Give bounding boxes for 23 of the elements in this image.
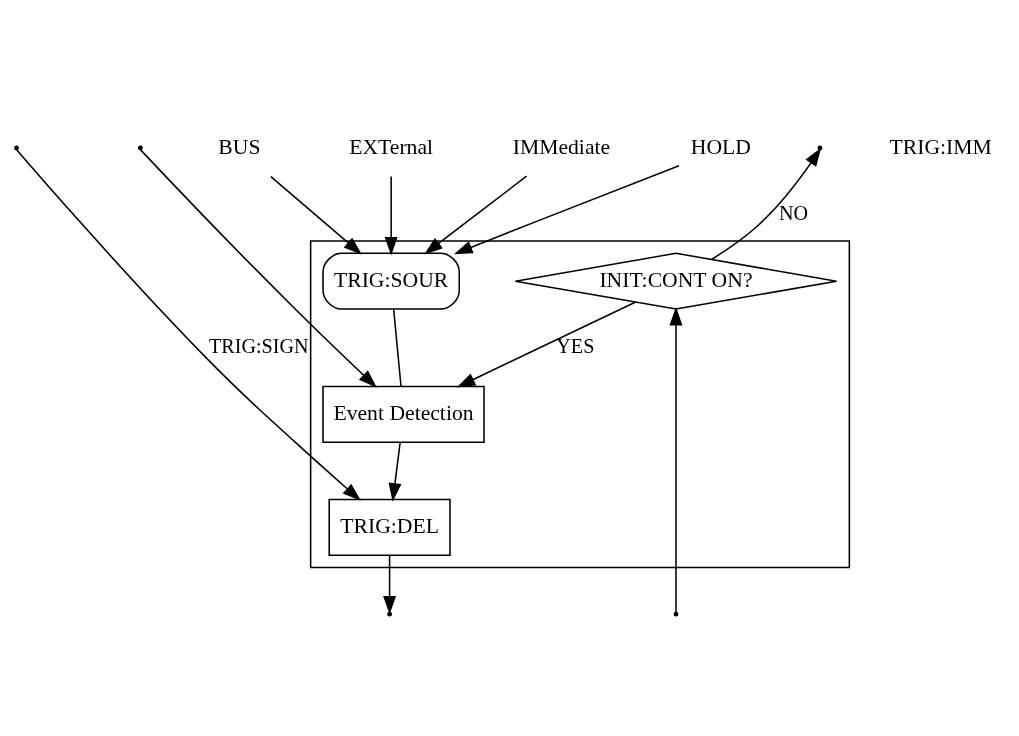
edge-label: NO bbox=[779, 201, 809, 224]
arrow bbox=[669, 306, 683, 614]
connector bbox=[392, 308, 402, 388]
label: TRIG:IMM bbox=[889, 134, 992, 159]
node-box: TRIG:SOUR bbox=[322, 252, 461, 310]
node-text: IMMediate bbox=[512, 134, 611, 159]
node-diamond: INIT:CONT ON? bbox=[514, 252, 838, 310]
arrow bbox=[16, 149, 361, 501]
arrow bbox=[383, 554, 397, 615]
arrow bbox=[270, 175, 363, 255]
arrow bbox=[454, 165, 680, 255]
arrow bbox=[384, 175, 398, 256]
node-text: BUS bbox=[218, 134, 261, 159]
node-text: HOLD bbox=[690, 134, 751, 159]
node-box: TRIG:DEL bbox=[328, 498, 451, 556]
node-text: EXTernal bbox=[349, 134, 434, 159]
arrow bbox=[139, 149, 377, 388]
arrow bbox=[388, 441, 402, 502]
edge-label: YES bbox=[556, 335, 595, 358]
arrow bbox=[424, 175, 528, 255]
arrow bbox=[456, 301, 636, 388]
edge-label: TRIG:SIGN bbox=[209, 335, 309, 358]
node-box: Event Detection bbox=[322, 385, 485, 443]
